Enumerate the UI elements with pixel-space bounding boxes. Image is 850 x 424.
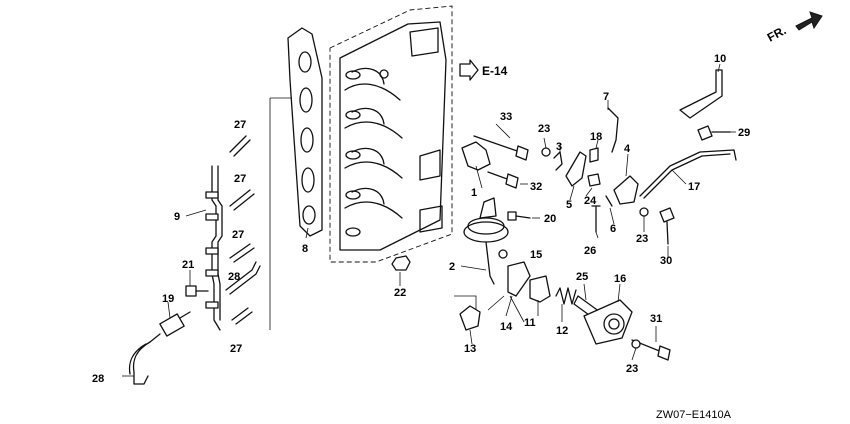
callout-33: 33 (500, 111, 512, 123)
bracket-11 (529, 275, 551, 303)
collar-24 (587, 173, 601, 187)
callout-30: 30 (660, 255, 672, 267)
callout-15: 15 (530, 249, 542, 261)
rod-7 (607, 107, 619, 153)
callout-9: 9 (174, 211, 180, 223)
callout-13: 13 (464, 343, 476, 355)
callout-14: 14 (500, 321, 513, 333)
bolt-30 (659, 207, 675, 245)
callout-11: 11 (524, 317, 536, 329)
nut-23-right (639, 207, 649, 217)
callout-28-a: 28 (228, 271, 240, 283)
callout-3: 3 (556, 141, 562, 153)
callout-5: 5 (566, 199, 572, 211)
cam-gear-16 (583, 299, 633, 345)
throttle-bracket (461, 141, 491, 171)
hose-pieces (225, 135, 261, 325)
callout-10: 10 (714, 53, 726, 65)
callout-16: 16 (614, 273, 626, 285)
callout-28-b: 28 (92, 373, 104, 385)
part-13 (454, 295, 481, 331)
callout-23-bottom: 23 (626, 363, 638, 375)
callout-23-right: 23 (636, 233, 648, 245)
bolt-32 (487, 171, 519, 189)
nut-23-top (541, 147, 551, 157)
bolt-29 (697, 125, 731, 141)
rod-17 (639, 149, 737, 197)
callout-24: 24 (584, 195, 597, 207)
nut-15 (498, 249, 508, 259)
bolt-33 (473, 135, 529, 161)
callout-26: 26 (584, 245, 596, 257)
manifold-gasket (287, 27, 323, 237)
nut-23-lower (631, 339, 641, 349)
callout-22: 22 (394, 287, 406, 299)
callout-18: 18 (590, 131, 602, 143)
bolt-21 (185, 285, 209, 297)
vent-hose-assembly (205, 165, 223, 331)
callout-4: 4 (624, 143, 631, 155)
clip-18 (589, 147, 599, 163)
callout-27-d: 27 (230, 343, 242, 355)
callout-1: 1 (471, 187, 477, 199)
front-arrow-icon (795, 11, 823, 31)
callout-27-a: 27 (234, 119, 246, 131)
callout-27-b: 27 (234, 173, 246, 185)
callout-23-top: 23 (538, 123, 550, 135)
lever-5 (565, 151, 587, 187)
callout-32: 32 (530, 181, 542, 193)
callout-29: 29 (738, 127, 750, 139)
bolt-20 (507, 211, 531, 221)
clip-3 (553, 151, 563, 171)
bracket-10 (679, 69, 723, 119)
callout-8: 8 (302, 243, 308, 255)
leader-lines (122, 63, 736, 377)
callout-21: 21 (182, 259, 194, 271)
front-marker-label: FR. (765, 23, 789, 44)
vacuum-actuator (463, 197, 509, 285)
intake-manifold (329, 5, 453, 263)
callout-12: 12 (556, 325, 568, 337)
callout-7: 7 (603, 91, 609, 103)
callout-2: 2 (449, 261, 455, 273)
callout-20: 20 (544, 213, 556, 225)
spring-12 (555, 287, 577, 305)
drawing-code: ZW07−E1410A (656, 409, 732, 421)
callout-19: 19 (162, 293, 174, 305)
reference-e14: E-14 (459, 59, 508, 81)
screw-26 (591, 205, 601, 233)
callout-6: 6 (610, 223, 616, 235)
link-4 (613, 175, 639, 205)
nut-22 (391, 255, 411, 271)
washer-6 (605, 195, 613, 207)
front-direction-marker: FR. (765, 11, 823, 45)
callout-labels: 1 2 3 4 5 6 7 8 9 10 11 12 13 14 15 16 1… (92, 53, 750, 385)
callout-27-c: 27 (232, 229, 244, 241)
reference-label: E-14 (482, 64, 508, 78)
callout-31: 31 (650, 313, 662, 325)
fuel-filter (128, 311, 191, 385)
callout-25: 25 (576, 271, 588, 283)
callout-17: 17 (688, 181, 700, 193)
lever-14 (507, 261, 531, 297)
